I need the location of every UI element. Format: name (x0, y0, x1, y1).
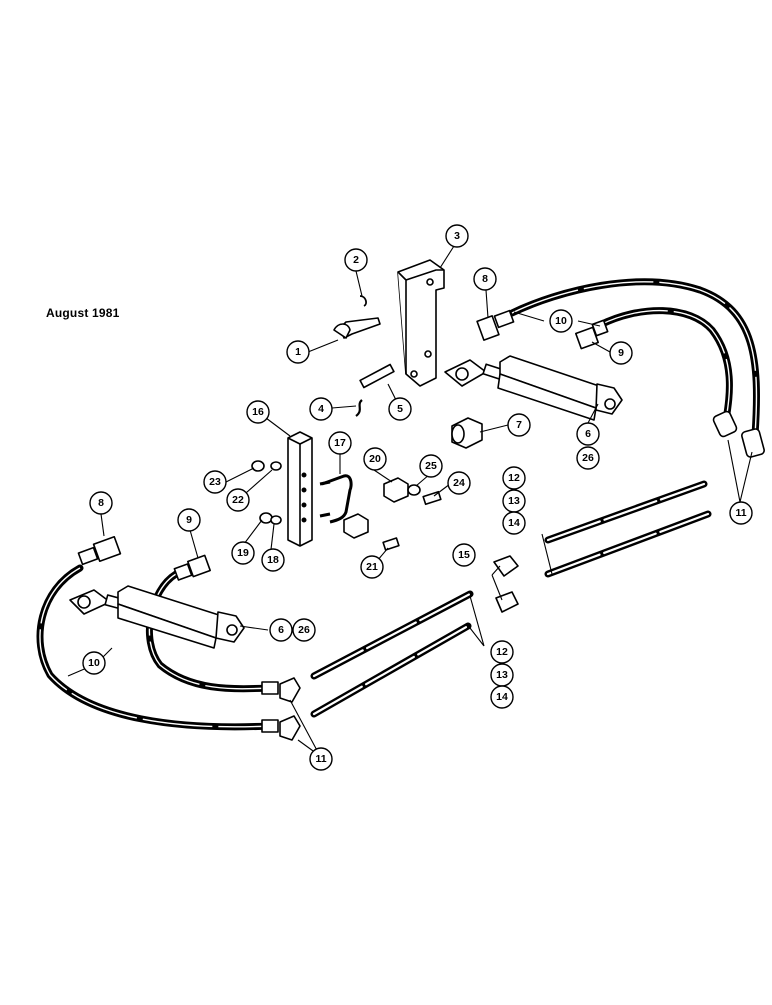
pin-1 (333, 317, 381, 339)
callout-4: 4 (309, 397, 333, 421)
hoses-lower-left (36, 564, 274, 731)
callout-14-upper: 14 (502, 511, 526, 535)
svg-text:8: 8 (482, 273, 488, 285)
fitting-8-upper (476, 309, 515, 341)
cylinder-upper (444, 355, 623, 421)
callout-17: 17 (328, 431, 352, 455)
svg-text:7: 7 (516, 419, 522, 431)
callout-10-upper: 10 (549, 309, 573, 333)
callout-21: 21 (360, 555, 384, 579)
svg-text:25: 25 (425, 460, 437, 472)
svg-text:14: 14 (496, 691, 508, 703)
svg-text:11: 11 (315, 753, 326, 765)
svg-text:15: 15 (458, 549, 470, 561)
svg-text:17: 17 (334, 437, 346, 449)
svg-text:10: 10 (88, 657, 100, 669)
svg-text:11: 11 (735, 507, 746, 519)
callout-1: 1 (286, 340, 310, 364)
hose-upper-right (508, 278, 760, 439)
callout-11-lower: 11 (309, 747, 333, 771)
svg-text:2: 2 (353, 254, 359, 266)
svg-text:19: 19 (237, 547, 249, 559)
callout-7: 7 (507, 413, 531, 437)
callout-14-lower: 14 (490, 685, 514, 709)
callout-5: 5 (388, 397, 412, 421)
svg-text:6: 6 (585, 428, 591, 440)
svg-text:24: 24 (453, 477, 465, 489)
callout-11-upper: 11 (729, 501, 753, 525)
u-bolt-17 (319, 474, 353, 524)
svg-text:14: 14 (508, 517, 520, 529)
block-20 (343, 477, 409, 539)
bracket-3 (397, 259, 445, 387)
callout-25: 25 (419, 454, 443, 478)
part-7-nut (451, 417, 483, 449)
svg-text:12: 12 (496, 646, 508, 658)
svg-text:23: 23 (209, 476, 221, 488)
svg-text:13: 13 (508, 495, 520, 507)
callout-6-lower: 6 (269, 618, 293, 642)
svg-text:21: 21 (366, 561, 378, 573)
fitting-9-upper (575, 319, 609, 350)
callout-26-lower: 26 (292, 618, 316, 642)
svg-text:8: 8 (98, 497, 104, 509)
svg-text:9: 9 (186, 514, 192, 526)
callout-18: 18 (261, 548, 285, 572)
rods-lower (310, 590, 474, 718)
callout-22: 22 (226, 488, 250, 512)
svg-text:26: 26 (298, 624, 310, 636)
callout-13-lower: 13 (490, 663, 514, 687)
callout-8-upper: 8 (473, 267, 497, 291)
callout-15: 15 (452, 543, 476, 567)
callout-20: 20 (363, 447, 387, 471)
svg-text:18: 18 (267, 554, 279, 566)
bolt-24 (422, 490, 442, 506)
svg-text:12: 12 (508, 472, 520, 484)
callout-12-upper: 12 (502, 466, 526, 490)
svg-text:6: 6 (278, 624, 284, 636)
callout-10-lower: 10 (82, 651, 106, 675)
svg-text:4: 4 (318, 403, 324, 415)
callout-12-lower: 12 (490, 640, 514, 664)
callout-9-upper: 9 (609, 341, 633, 365)
callout-9-lower: 9 (177, 508, 201, 532)
callout-26-upper: 26 (576, 446, 600, 470)
svg-text:9: 9 (618, 347, 624, 359)
clip-2 (359, 295, 367, 307)
callout-16: 16 (246, 400, 270, 424)
callout-2: 2 (344, 248, 368, 272)
callout-3: 3 (445, 224, 469, 248)
svg-text:1: 1 (295, 346, 301, 358)
svg-text:5: 5 (397, 403, 403, 415)
tees-15 (493, 555, 519, 613)
pin-5 (359, 363, 395, 389)
callout-19: 19 (231, 541, 255, 565)
elbow-11-upper (712, 410, 765, 458)
svg-text:20: 20 (369, 453, 381, 465)
rods-right (544, 480, 712, 578)
callout-13-upper: 13 (502, 489, 526, 513)
svg-text:13: 13 (496, 669, 508, 681)
post-16 (287, 431, 313, 547)
nuts-small (251, 460, 421, 525)
callout-8-lower: 8 (89, 491, 113, 515)
svg-text:3: 3 (454, 230, 460, 242)
bolt-21 (382, 537, 400, 551)
fittings-lower-left (77, 535, 301, 741)
callout-23: 23 (203, 470, 227, 494)
callout-6-upper: 6 (576, 422, 600, 446)
cylinder-lower (69, 585, 245, 649)
svg-text:22: 22 (232, 494, 244, 506)
callout-24: 24 (447, 471, 471, 495)
svg-text:26: 26 (582, 452, 594, 464)
svg-text:16: 16 (252, 406, 264, 418)
date-label: August 1981 (46, 306, 120, 320)
clip-4 (355, 399, 363, 417)
svg-text:10: 10 (555, 315, 567, 327)
